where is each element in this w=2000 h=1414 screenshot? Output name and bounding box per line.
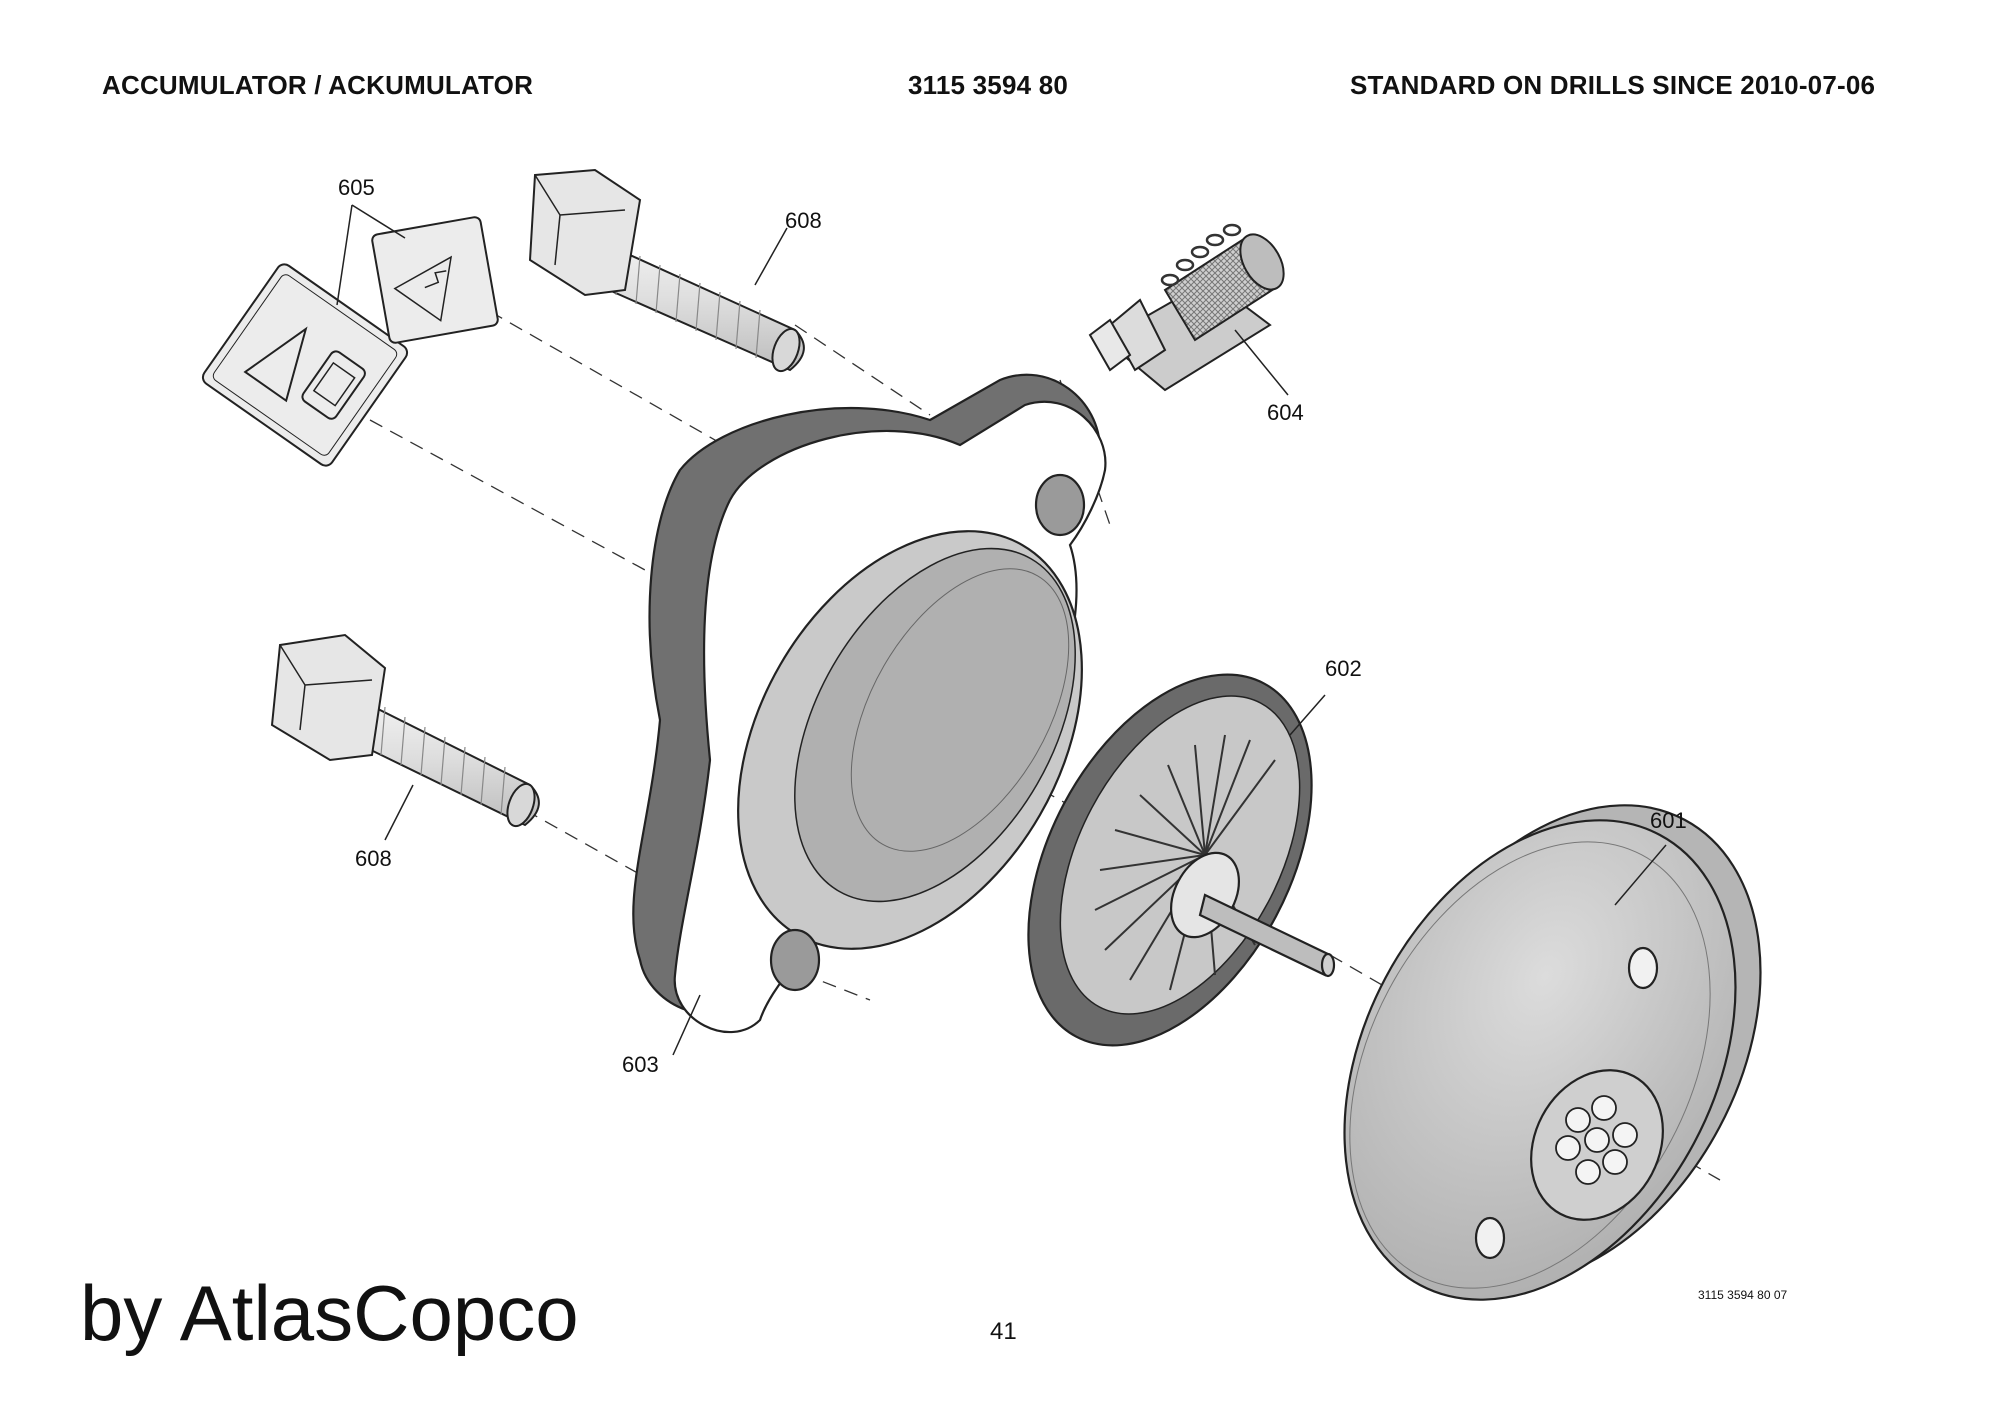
callout-605: 605 [338, 175, 375, 200]
page-number: 41 [990, 1318, 1017, 1345]
callout-608-bottom: 608 [355, 846, 392, 871]
header-part-number: 3115 3594 80 [908, 70, 1069, 100]
header-title: ACCUMULATOR / ACKUMULATOR [102, 70, 534, 100]
part-603-housing [632, 373, 1107, 1034]
part-602-diaphragm [1027, 673, 1336, 1047]
callout-602: 602 [1325, 656, 1362, 681]
header-standard-note: STANDARD ON DRILLS SINCE 2010-07-06 [1350, 70, 1876, 100]
callout-603: 603 [622, 1052, 659, 1077]
brand-watermark: by AtlasCopco [80, 1269, 579, 1357]
callout-leader-lines [336, 204, 1667, 1056]
drawing-number: 3115 3594 80 07 [1698, 1288, 1788, 1302]
callout-601: 601 [1650, 808, 1687, 833]
part-605-warning-labels [201, 216, 499, 467]
part-601-cover [1343, 804, 1762, 1301]
callout-604: 604 [1267, 400, 1304, 425]
part-608-bolt-bottom [270, 633, 540, 828]
part-604-test-nipple [1088, 223, 1285, 392]
callout-608-top: 608 [785, 208, 822, 233]
part-608-bolt-top [528, 168, 805, 373]
